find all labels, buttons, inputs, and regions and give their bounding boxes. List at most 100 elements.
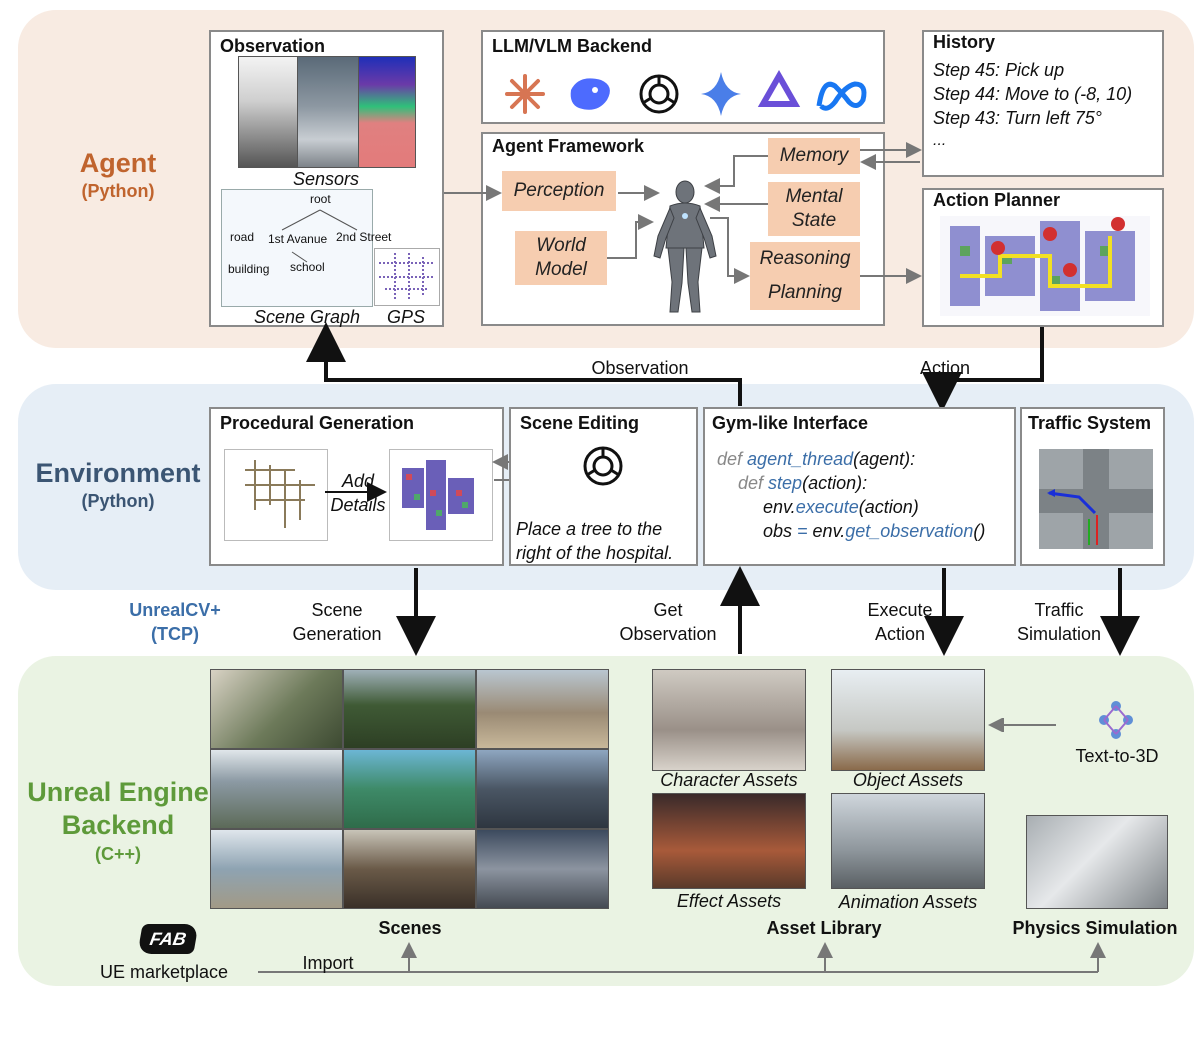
- graph-node-building: building: [228, 262, 270, 276]
- get-observation-line1: Get: [653, 600, 683, 620]
- scene-thumbnail: [476, 749, 609, 829]
- observation-box: Observation Sensors root road 1st Avanue…: [209, 30, 444, 327]
- scene-thumbnail: [476, 829, 609, 909]
- get-observation-link-label: Get Observation: [600, 598, 736, 646]
- world-model-line1: World: [536, 235, 586, 256]
- traffic-simulation-link-label: Traffic Simulation: [1004, 598, 1114, 646]
- traffic-simulation-line2: Simulation: [1016, 624, 1102, 644]
- effect-assets-label: Effect Assets: [676, 891, 782, 911]
- memory-node: Memory: [768, 138, 860, 174]
- scene-thumbnail: [343, 669, 476, 749]
- openai-icon: [583, 446, 623, 486]
- scene-graph-edges: [281, 209, 358, 263]
- scene-editing-box: Scene Editing Place a tree to the right …: [509, 407, 698, 566]
- environment-subtitle: (Python): [81, 491, 155, 511]
- code-text: (action): [858, 497, 919, 517]
- qwen-icon: [757, 69, 801, 107]
- observation-title: Observation: [220, 36, 326, 56]
- graph-node-school: school: [290, 260, 325, 274]
- graph-node-1st-avenue: 1st Avanue: [268, 232, 328, 246]
- code-line-1: def agent_thread(agent):: [717, 447, 915, 471]
- code-function: agent_thread: [747, 449, 854, 469]
- reasoning-planning-node: Reasoning Planning: [750, 242, 860, 310]
- scene-thumbnail: [210, 749, 343, 829]
- character-assets-image: [652, 669, 806, 771]
- llm-backend-title: LLM/VLM Backend: [492, 36, 653, 56]
- import-label: Import: [302, 953, 354, 973]
- humanoid-agent-figure: [653, 180, 717, 313]
- history-item-3: Step 43: Turn left 75°: [933, 108, 1102, 128]
- get-observation-line2: Observation: [619, 624, 717, 644]
- scene-edit-prompt-line2: right of the hospital.: [516, 543, 674, 563]
- history-item-4: ...: [933, 132, 947, 149]
- traffic-simulation-line1: Traffic: [1034, 600, 1084, 620]
- execute-action-link-label: Execute Action: [850, 598, 950, 646]
- llm-backend-box: LLM/VLM Backend: [481, 30, 885, 124]
- scene-generation-line1: Scene: [311, 600, 363, 620]
- scene-thumbnail: [210, 669, 343, 749]
- code-line-4: obs = env.get_observation(): [763, 519, 985, 543]
- code-keyword: def: [738, 473, 764, 493]
- asset-library-label: Asset Library: [766, 918, 882, 938]
- code-text: env.: [812, 521, 846, 541]
- scene-editing-title: Scene Editing: [520, 413, 640, 433]
- action-planner-title: Action Planner: [933, 190, 1061, 210]
- scene-generation-line2: Generation: [292, 624, 382, 644]
- code-function: get_observation: [845, 521, 974, 541]
- environment-label: Environment (Python): [28, 458, 208, 512]
- agent-subtitle: (Python): [81, 181, 155, 201]
- physics-simulation-image: [1026, 815, 1168, 909]
- observation-flow-label: Observation: [591, 358, 689, 378]
- code-text: obs: [763, 521, 793, 541]
- agent-label: Agent (Python): [28, 148, 208, 202]
- agent-title: Agent: [79, 148, 157, 178]
- ue-backend-subtitle: (C++): [94, 844, 141, 864]
- environment-title: Environment: [35, 458, 201, 488]
- code-args: (agent):: [853, 449, 916, 469]
- scenes-grid: [210, 669, 609, 909]
- world-model-line2: Model: [535, 259, 587, 280]
- ue-backend-label: Unreal Engine Backend (C++): [20, 776, 216, 865]
- procedural-generation-box: Procedural Generation Add Details: [209, 407, 504, 566]
- history-box: History Step 45: Pick up Step 44: Move t…: [922, 30, 1164, 177]
- mental-state-line1: Mental: [785, 186, 843, 207]
- openai-icon: [639, 74, 679, 114]
- road-layout-image: [224, 449, 328, 541]
- protocol-line2: (TCP): [151, 624, 199, 644]
- code-line-2: def step(action):: [738, 471, 867, 495]
- add-label: Add: [341, 471, 375, 491]
- character-assets-label: Character Assets: [660, 770, 798, 790]
- text-to-3d-arrow: [988, 718, 1056, 732]
- framework-arrows: [444, 142, 922, 284]
- agent-framework-title: Agent Framework: [492, 136, 645, 156]
- text-to-3d-icon: [1099, 701, 1133, 739]
- execute-action-line1: Execute: [867, 600, 933, 620]
- code-text: env.: [763, 497, 796, 517]
- procedural-generation-title: Procedural Generation: [220, 413, 415, 433]
- agent-env-flow-arrows: [306, 322, 1044, 412]
- reasoning-label: Reasoning: [759, 248, 851, 269]
- scene-thumbnail: [210, 829, 343, 909]
- physics-simulation-label: Physics Simulation: [1012, 918, 1178, 938]
- execute-action-line2: Action: [874, 624, 926, 644]
- mental-state-line2: State: [791, 210, 837, 231]
- world-model-node: World Model: [515, 231, 607, 285]
- code-function: execute: [795, 497, 859, 517]
- rgb-sensor-image: [297, 56, 359, 168]
- scene-generation-link-label: Scene Generation: [272, 598, 402, 646]
- ue-marketplace-label: UE marketplace: [99, 962, 229, 982]
- mental-state-node: Mental State: [768, 182, 860, 236]
- ue-backend-title-line2: Backend: [61, 810, 175, 840]
- scene-thumbnail: [476, 669, 609, 749]
- ue-backend-title-line1: Unreal Engine: [27, 777, 209, 807]
- planning-label: Planning: [768, 282, 842, 303]
- text-to-3d-label: Text-to-3D: [1075, 746, 1159, 766]
- gps-map-drawing: [379, 253, 435, 301]
- code-line-3: env.execute(action): [763, 495, 919, 519]
- detailed-city-image: [389, 449, 493, 541]
- protocol-label: UnrealCV+ (TCP): [100, 598, 250, 646]
- scene-thumbnail: [343, 749, 476, 829]
- protocol-line1: UnrealCV+: [129, 600, 221, 620]
- graph-node-2nd-street: 2nd Street: [336, 230, 392, 244]
- scenes-label: Scenes: [378, 918, 442, 938]
